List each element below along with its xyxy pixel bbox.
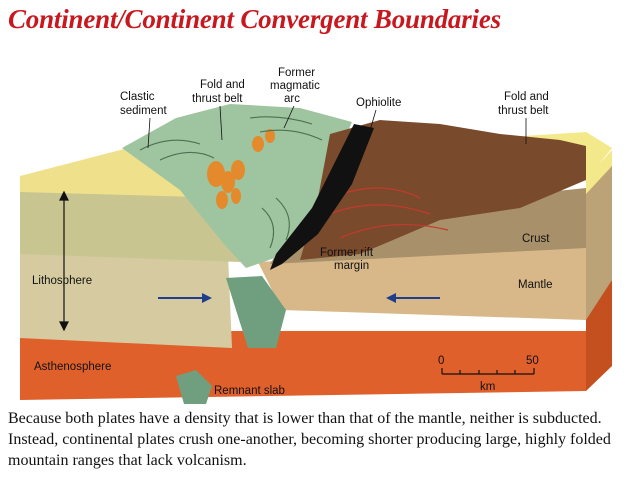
remnant-slab xyxy=(226,276,286,348)
left-crust xyxy=(20,188,240,262)
lithosphere-thickness-arrow xyxy=(59,190,69,332)
right-mantle xyxy=(258,244,586,320)
right-side-sediment xyxy=(586,150,612,194)
scale-bar xyxy=(441,368,535,375)
scale-unit-label: km xyxy=(480,381,495,393)
label-clastic-sediment: Clastic sediment xyxy=(120,91,167,117)
scale-end-label: 50 xyxy=(526,355,539,367)
right-mountain-belt xyxy=(300,120,586,260)
asthenosphere-layer xyxy=(20,331,586,400)
leader-fold-thrust-left xyxy=(219,105,223,141)
scale-start-label: 0 xyxy=(438,355,444,367)
label-fold-thrust-left: Fold and thrust belt xyxy=(192,79,248,105)
leader-clastic-sediment xyxy=(147,117,151,149)
label-crust: Crust xyxy=(522,233,550,245)
label-remnant-slab: Remnant slab xyxy=(214,385,285,397)
left-lithosphere-mantle xyxy=(20,248,232,348)
label-mantle: Mantle xyxy=(518,279,553,291)
leader-ophiolite xyxy=(365,109,377,145)
label-asthenosphere: Asthenosphere xyxy=(34,361,111,373)
label-former-magmatic-arc: Former magmatic arc xyxy=(270,67,323,105)
magmatic-intrusions xyxy=(207,129,275,209)
slide-title: Continent/Continent Convergent Boundarie… xyxy=(8,4,501,34)
right-side-face xyxy=(586,160,612,320)
label-ophiolite: Ophiolite xyxy=(356,97,401,109)
label-former-rift-margin: Former rift margin xyxy=(320,247,376,272)
caption-text: Because both plates have a density that … xyxy=(8,410,611,469)
left-mountain-belt xyxy=(122,104,352,268)
block-diagram: Clastic sediment Fold and thrust belt Fo… xyxy=(20,67,612,404)
leader-former-magmatic-arc xyxy=(283,105,295,129)
remnant-slab-fragment xyxy=(176,370,212,404)
ophiolite xyxy=(270,124,374,270)
left-fold-lines xyxy=(139,116,323,249)
label-fold-thrust-right: Fold and thrust belt xyxy=(498,91,552,117)
label-lithosphere: Lithosphere xyxy=(32,275,92,287)
convergence-arrows xyxy=(158,293,440,303)
